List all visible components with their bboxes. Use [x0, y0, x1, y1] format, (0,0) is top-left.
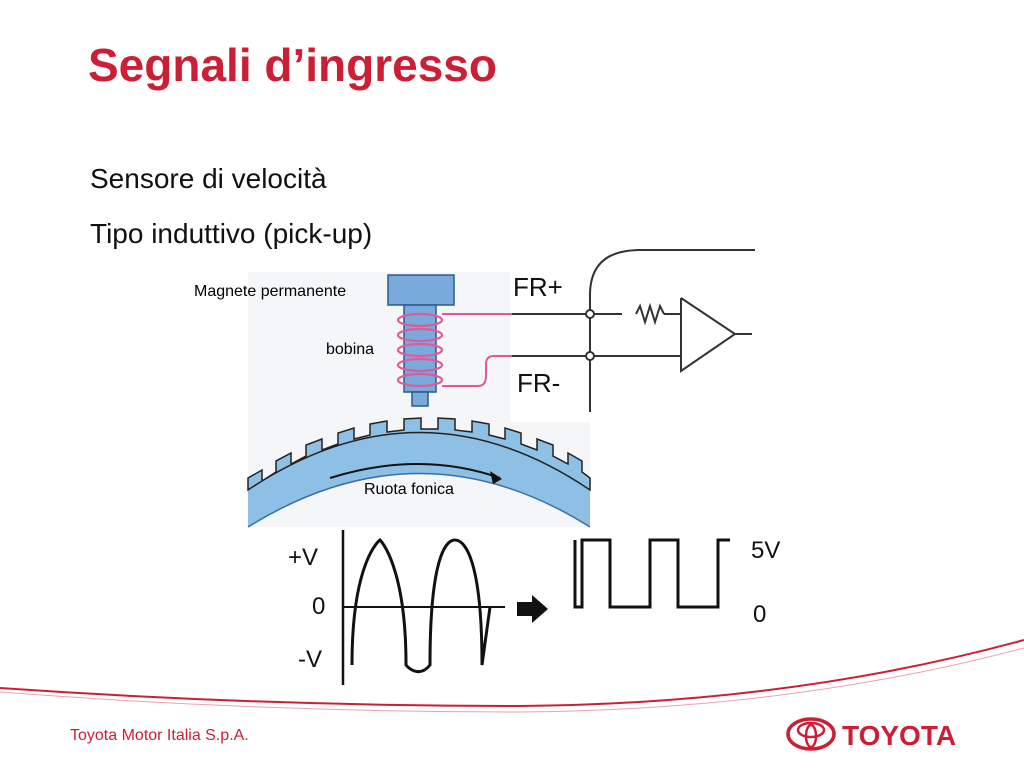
terminal-fr-plus: FR+ — [513, 272, 563, 302]
label-coil: bobina — [326, 341, 375, 358]
junction-minus — [585, 351, 595, 361]
page-title: Segnali d’ingresso — [88, 39, 497, 91]
toyota-wordmark: TOYOTA — [842, 720, 956, 751]
magnet-head — [387, 274, 455, 306]
bullet-inductive-type: Tipo induttivo (pick-up) — [90, 218, 373, 249]
footer-swoosh — [0, 639, 1024, 708]
label-tone-wheel: Ruota fonica — [364, 481, 454, 498]
tone-wheel — [247, 417, 591, 528]
terminal-fr-minus: FR- — [517, 368, 560, 398]
coil-winding — [396, 312, 444, 388]
square-wave-graph — [573, 538, 730, 609]
bullet-speed-sensor: Sensore di velocità — [90, 163, 327, 194]
sine-label-negative: -V — [298, 646, 322, 673]
sine-label-positive: +V — [288, 544, 318, 571]
rotation-arrow — [329, 463, 501, 479]
square-label-high: 5V — [751, 537, 780, 564]
circuit-wiring — [512, 249, 755, 412]
rotation-arrow-head — [490, 471, 502, 484]
sine-wave-graph — [341, 530, 505, 685]
coil-lead-minus — [442, 355, 512, 387]
terminal-panel — [510, 272, 590, 422]
label-permanent-magnet: Magnete permanente — [194, 283, 347, 300]
footer-swoosh-shadow — [0, 647, 1024, 713]
footer-company: Toyota Motor Italia S.p.A. — [70, 727, 249, 744]
sine-label-zero: 0 — [312, 593, 325, 620]
pole-piece — [403, 304, 437, 393]
junction-plus — [585, 309, 595, 319]
sensor-tip — [411, 391, 429, 407]
toyota-logo: TOYOTA — [786, 717, 956, 751]
conversion-arrow-icon — [517, 595, 548, 623]
square-label-low: 0 — [753, 601, 766, 628]
